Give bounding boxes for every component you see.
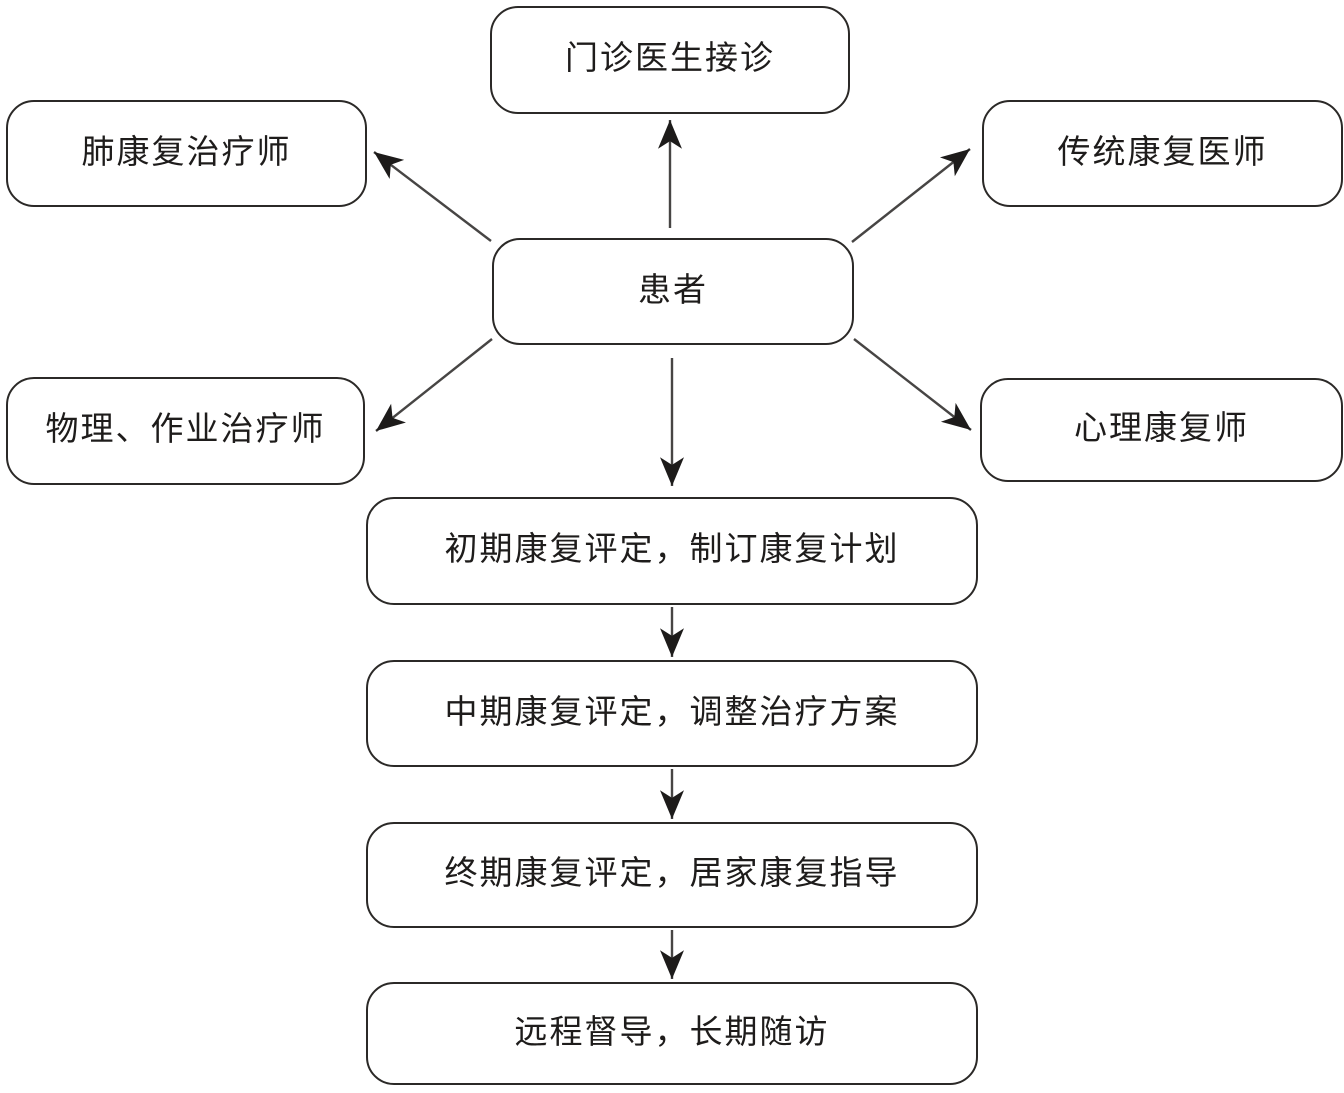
node-label: 患者 <box>638 272 708 309</box>
node-psychological-rehabilitator: 心理康复师 <box>980 378 1343 482</box>
node-label: 初期康复评定，制订康复计划 <box>444 532 900 569</box>
node-outpatient-doctor: 门诊医生接诊 <box>490 6 850 114</box>
node-traditional-physician: 传统康复医师 <box>982 100 1343 207</box>
node-label: 终期康复评定，居家康复指导 <box>444 856 900 893</box>
arrow-patient-to-physical-occupational-therapist <box>375 338 493 432</box>
node-label: 物理、作业治疗师 <box>45 412 326 449</box>
node-label: 中期康复评定，调整治疗方案 <box>444 694 900 731</box>
node-final-assessment: 终期康复评定，居家康复指导 <box>366 822 978 928</box>
node-physical-occupational-therapist: 物理、作业治疗师 <box>6 377 365 485</box>
node-initial-assessment: 初期康复评定，制订康复计划 <box>366 497 978 605</box>
arrow-patient-to-pulmonary-therapist <box>373 151 492 242</box>
node-label: 心理康复师 <box>1074 411 1249 448</box>
node-remote-followup: 远程督导，长期随访 <box>366 982 978 1085</box>
arrow-patient-to-psychological-rehabilitator <box>853 338 972 431</box>
arrow-patient-to-traditional-physician <box>851 148 971 243</box>
node-label: 肺康复治疗师 <box>81 134 292 171</box>
node-midterm-assessment: 中期康复评定，调整治疗方案 <box>366 660 978 767</box>
node-label: 传统康复医师 <box>1057 134 1268 171</box>
node-pulmonary-therapist: 肺康复治疗师 <box>6 100 367 207</box>
node-label: 远程督导，长期随访 <box>514 1014 830 1051</box>
node-patient: 患者 <box>492 238 854 345</box>
node-label: 门诊医生接诊 <box>565 41 775 78</box>
